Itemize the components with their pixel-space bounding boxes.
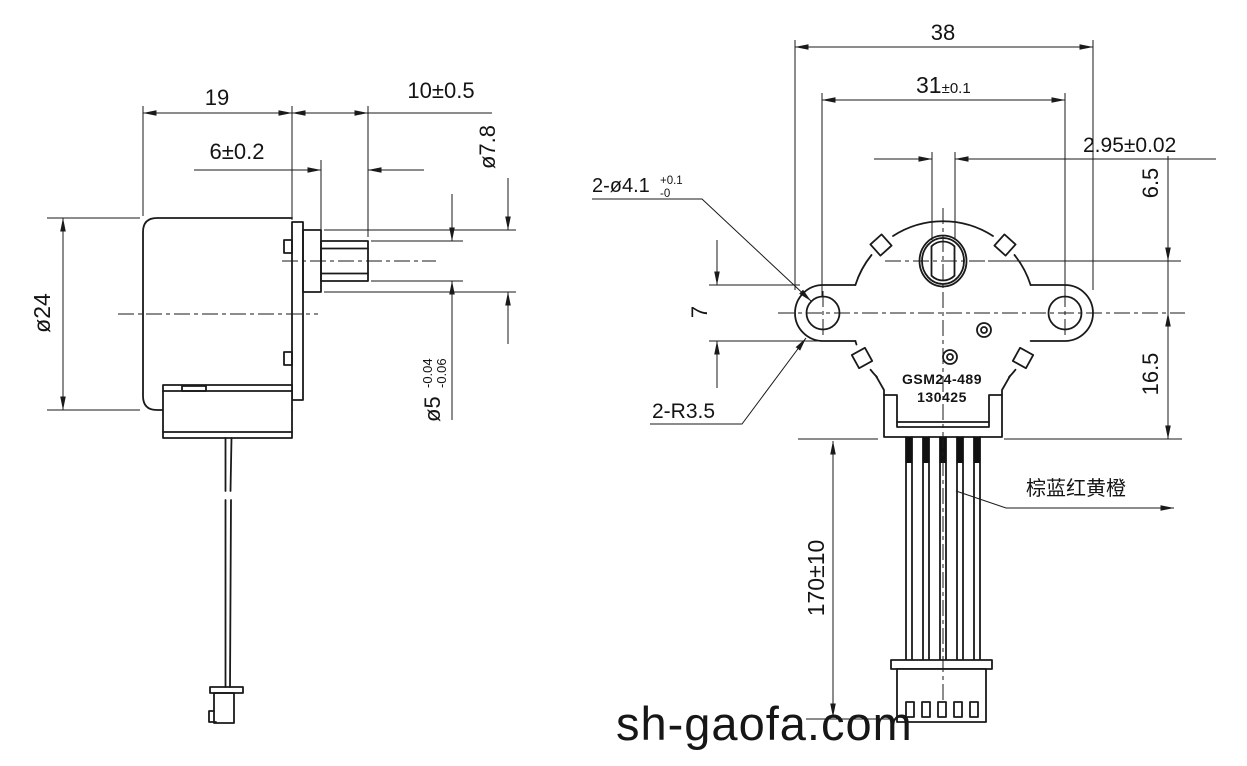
dim-shaft-offset: 6.5	[1138, 168, 1163, 199]
label-mount-holes-group: 2-ø4.1 +0.1 -0	[592, 175, 702, 200]
side-view: 19 10±0.5 6±0.2 ø7.8 ø24 ø5 -0.04 -0.06	[29, 78, 516, 724]
dim-boss-dia: ø7.8	[475, 125, 500, 169]
crimp-notch-bottom-left	[850, 346, 874, 370]
dim-body-length: 19	[205, 85, 229, 110]
side-dimension-lines	[60, 110, 511, 420]
wire-colors-label: 棕蓝红黄橙	[1026, 477, 1126, 500]
model-number: GSM24-489	[902, 371, 982, 387]
crimp-tab-top	[283, 239, 293, 254]
dim-shaft-dia-tol-upper: -0.04	[420, 358, 435, 388]
crimp-notch-top-right	[993, 233, 1017, 257]
dim-center-to-bottom: 16.5	[1138, 353, 1163, 396]
leader-mount-holes	[594, 198, 812, 302]
dim-shaft-dia-group: ø5 -0.04 -0.06	[420, 358, 449, 422]
dim-ear-height: 7	[687, 306, 712, 318]
dim-hole-spacing-group: 31±0.1	[916, 72, 971, 98]
front-view: 38 31±0.1 2.95±0.02 2-ø4.1 +0.1 -0 7 2-R…	[592, 20, 1216, 723]
label-mount-holes: 2-ø4.1	[592, 175, 650, 197]
date-code: 130425	[917, 389, 967, 405]
motor-front-body	[850, 220, 1035, 378]
label-ear-radius: 2-R3.5	[652, 400, 715, 423]
dim-flat-length: 6±0.2	[210, 139, 265, 164]
connector-front	[890, 659, 993, 723]
label-ear-radius-group: 2-R3.5	[650, 400, 742, 425]
label-mount-holes-tol-upper: +0.1	[660, 175, 683, 187]
dim-body-dia: ø24	[29, 293, 55, 333]
dim-shaft-length: 10±0.5	[407, 78, 474, 103]
wire-side	[208, 437, 244, 724]
mount-plate-edge	[291, 221, 304, 401]
dim-overall-width: 38	[931, 20, 955, 45]
connector-body	[896, 668, 987, 723]
dim-hole-spacing: 31	[916, 72, 942, 98]
dim-shaft-dia: ø5	[420, 396, 445, 422]
side-extension-lines	[47, 106, 516, 411]
terminal-box	[162, 384, 293, 439]
wire-bundle	[905, 436, 981, 663]
label-mount-holes-tol-lower: -0	[660, 188, 670, 200]
dim-shaft-dia-tol-lower: -0.06	[434, 358, 449, 388]
watermark: sh-gaofa.com	[616, 697, 913, 750]
leader-wire-colors	[955, 490, 1175, 511]
front-dimension-lines	[714, 44, 1216, 718]
dim-wire-length: 170±10	[803, 540, 829, 617]
connector-body-side	[213, 692, 235, 724]
dim-hole-spacing-tol: ±0.1	[942, 80, 971, 97]
crimp-notch-bottom-right	[1011, 346, 1035, 370]
connector-flange	[890, 659, 993, 670]
crimp-notch-top-left	[869, 233, 893, 257]
face-holes	[942, 322, 992, 365]
crimp-tab-bottom	[283, 351, 293, 366]
dim-shaft-flats: 2.95±0.02	[1083, 134, 1176, 157]
